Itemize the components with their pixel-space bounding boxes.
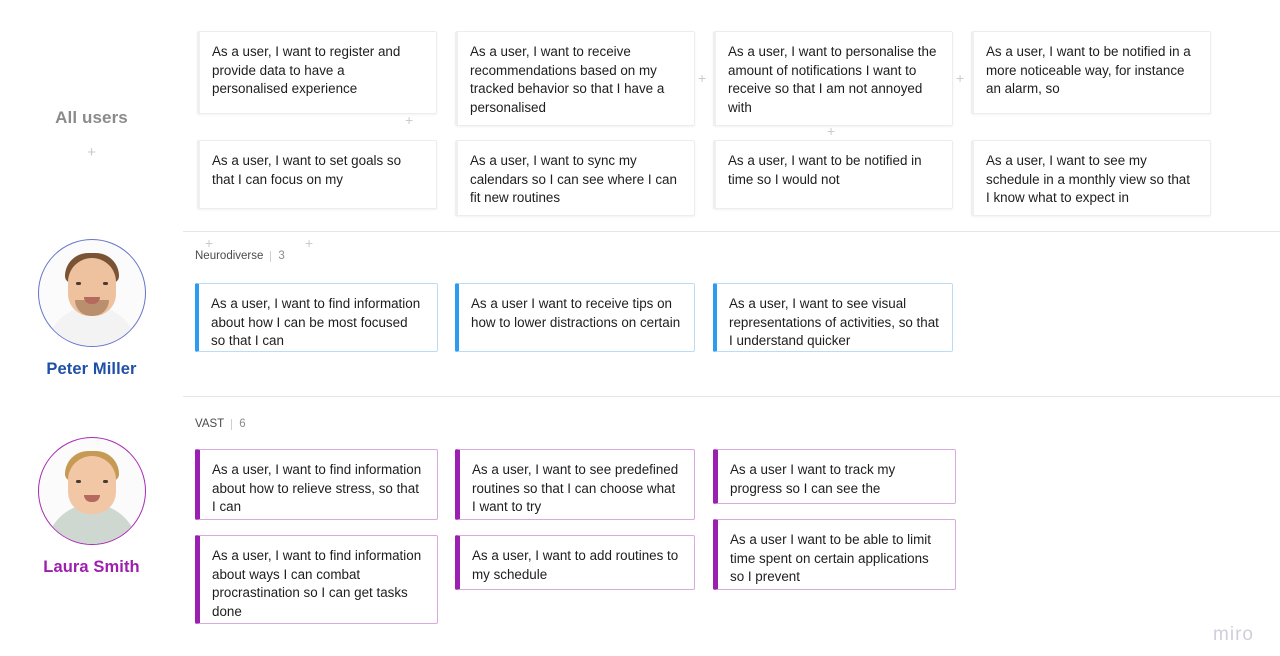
story-card[interactable]: As a user, I want to be notified in a mo…: [971, 31, 1211, 114]
avatar-laura-smith: [37, 437, 146, 545]
row-label-all-users: All users: [55, 108, 128, 127]
story-card[interactable]: As a user, I want to see my schedule in …: [971, 140, 1211, 216]
story-card[interactable]: As a user, I want to add routines to my …: [455, 535, 695, 590]
story-card[interactable]: As a user, I want to see predefined rout…: [455, 449, 695, 520]
add-card-button[interactable]: +: [698, 70, 707, 86]
persona-rail: All users + Peter Miller: [0, 0, 183, 656]
persona-peter-miller[interactable]: Peter Miller: [0, 239, 183, 379]
persona-laura-smith[interactable]: Laura Smith: [0, 437, 183, 577]
add-card-button[interactable]: +: [827, 123, 836, 139]
add-card-button[interactable]: +: [205, 235, 214, 251]
add-card-button[interactable]: +: [405, 112, 414, 128]
story-card[interactable]: As a user I want to track my progress so…: [713, 449, 956, 504]
persona-name-laura-smith: Laura Smith: [43, 558, 140, 576]
story-card[interactable]: As a user I want to be able to limit tim…: [713, 519, 956, 590]
group-header-separator: [231, 418, 233, 430]
miro-watermark: miro: [1213, 624, 1254, 645]
story-card[interactable]: As a user, I want to set goals so that I…: [197, 140, 437, 209]
portrait-male-illustration: [39, 240, 145, 346]
story-card[interactable]: As a user, I want to find information ab…: [195, 449, 438, 520]
add-card-button[interactable]: +: [305, 235, 314, 251]
story-card[interactable]: As a user, I want to find information ab…: [195, 283, 438, 352]
story-card[interactable]: As a user, I want to receive recommendat…: [455, 31, 695, 126]
group-label: VAST: [195, 418, 225, 430]
group-label: Neurodiverse: [195, 250, 264, 262]
avatar-peter-miller: [37, 239, 146, 347]
group-header-separator: [270, 250, 272, 262]
add-row-button-all-users[interactable]: +: [87, 144, 96, 161]
row-divider: [183, 396, 1280, 397]
row-divider: [183, 231, 1280, 232]
story-card[interactable]: As a user, I want to register and provid…: [197, 31, 437, 114]
portrait-female-illustration: [39, 438, 145, 544]
story-card[interactable]: As a user, I want to be notified in time…: [713, 140, 953, 209]
story-card[interactable]: As a user, I want to sync my calendars s…: [455, 140, 695, 216]
group-header-vast: VAST 6: [195, 418, 246, 430]
story-card[interactable]: As a user, I want to personalise the amo…: [713, 31, 953, 126]
add-card-button[interactable]: +: [956, 70, 965, 86]
persona-name-peter-miller: Peter Miller: [46, 360, 137, 378]
story-card[interactable]: As a user, I want to find information ab…: [195, 535, 438, 624]
story-card[interactable]: As a user, I want to see visual represen…: [713, 283, 953, 352]
group-count: 6: [239, 418, 246, 430]
group-count: 3: [278, 250, 285, 262]
story-card[interactable]: As a user I want to receive tips on how …: [455, 283, 695, 352]
group-header-neurodiverse: Neurodiverse 3: [195, 250, 285, 262]
